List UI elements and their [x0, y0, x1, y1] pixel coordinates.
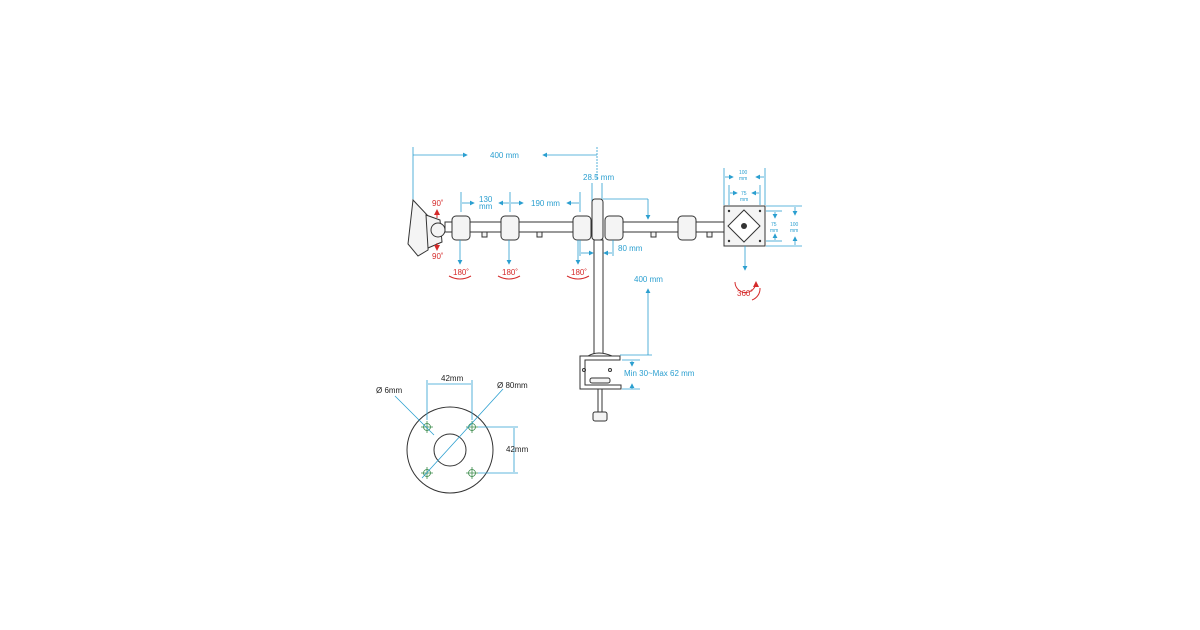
vesa-outer-width-a: 100 [739, 170, 748, 176]
pole-diameter-label: 28.5 mm [583, 173, 614, 182]
segment-2-label: 190 mm [531, 199, 560, 208]
base-diameter-label: Ø 80mm [497, 381, 528, 390]
vesa-outer-width-b: mm [739, 176, 747, 182]
vesa-inner-width-a: 75 [741, 191, 747, 197]
base-plate: 42mm 42mm Ø 6mm Ø 80mm [376, 374, 529, 494]
joint-3 [572, 215, 592, 241]
vesa-inner-height-a: 75 [771, 222, 777, 228]
hole-spacing-h-label: 42mm [441, 374, 464, 383]
hole-spacing-v-label: 42mm [506, 445, 529, 454]
tilt-down-label: 90˚ [432, 252, 444, 261]
swivel-indicators: 180˚ 180˚ 180˚ [448, 240, 590, 280]
clamp-range-label: Min 30~Max 62 mm [624, 369, 695, 378]
arm-reach-label: 400 mm [490, 151, 519, 160]
swivel-3-label: 180˚ [571, 268, 587, 277]
swivel-2-label: 180˚ [502, 268, 518, 277]
vesa-inner-width-b: mm [740, 197, 748, 203]
joint-1 [451, 215, 471, 241]
segment-1-label-b: mm [479, 202, 493, 211]
tilt-head: 90˚ 90˚ [407, 198, 446, 261]
segment-dimensions: 130 mm 190 mm [460, 192, 651, 220]
tilt-up-label: 90˚ [432, 199, 444, 208]
hole-diameter-label: Ø 6mm [376, 386, 403, 395]
pole: 80 mm [579, 198, 643, 357]
arm [444, 215, 726, 241]
pole-height-label: 400 mm [634, 275, 663, 284]
vesa-plate: 100 mm 75 mm 75 mm 100 mm 360˚ [723, 168, 802, 301]
clamp: 400 mm Min 30~Max 62 mm [579, 275, 695, 422]
pole-offset-label: 80 mm [618, 244, 643, 253]
vesa-inner-height-b: mm [770, 228, 778, 234]
joint-5 [677, 215, 697, 241]
vesa-outer-height-a: 100 [790, 222, 799, 228]
swivel-1-label: 180˚ [453, 268, 469, 277]
segment-1-label-a: 130 [479, 195, 493, 204]
vesa-outer-height-b: mm [790, 228, 798, 234]
joint-4 [604, 215, 624, 241]
joint-2 [500, 215, 520, 241]
reach-dimension: 400 mm [412, 147, 598, 200]
rotate-label: 360˚ [737, 289, 753, 298]
